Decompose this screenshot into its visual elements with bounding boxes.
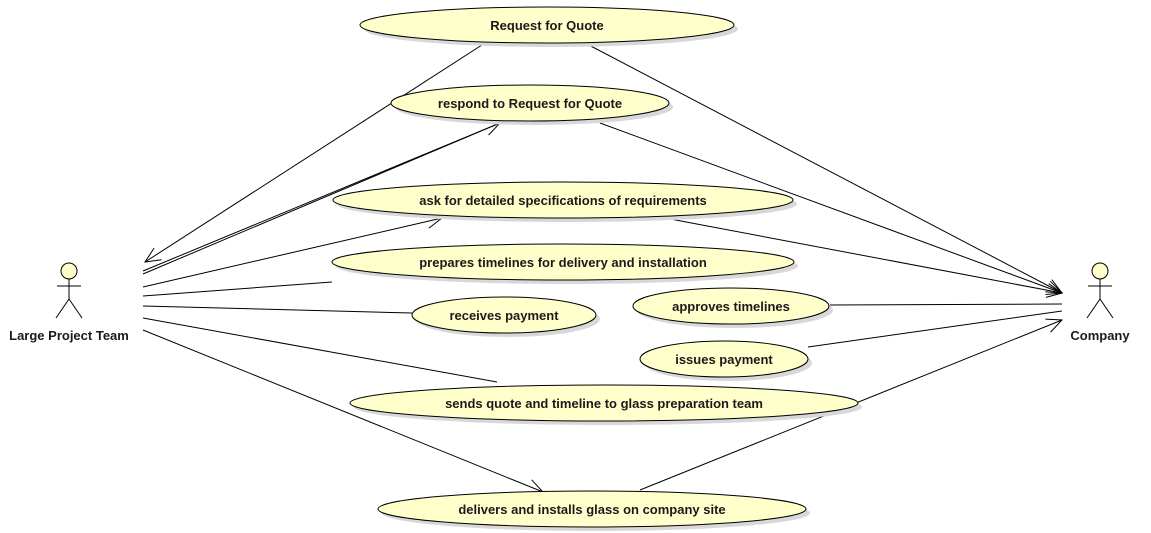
edge-team-to-delivers (142, 329, 544, 493)
use-case-label: prepares timelines for delivery and inst… (419, 255, 707, 270)
use-case-prepares-timelines[interactable]: prepares timelines for delivery and inst… (331, 243, 798, 284)
edge-team-to-prepares (142, 281, 333, 297)
stick-figure-icon (1086, 262, 1114, 319)
use-case-approves-timelines[interactable]: approves timelines (632, 287, 833, 328)
edge-team-to-ask (142, 217, 443, 288)
use-case-label: respond to Request for Quote (438, 96, 622, 111)
arrowhead-icon (1045, 318, 1064, 333)
actor-label: Large Project Team (9, 328, 129, 343)
edge-rfq-to-company (584, 42, 1063, 294)
arrowhead-icon (1045, 283, 1064, 298)
use-case-request-for-quote[interactable]: Request for Quote (359, 6, 738, 47)
edge-rfq-to-team (144, 42, 486, 263)
use-case-receives-payment[interactable]: receives payment (411, 296, 600, 337)
edge-issues-to-company (807, 310, 1063, 348)
use-case-respond-to-request-for-quote[interactable]: respond to Request for Quote (390, 84, 673, 125)
edge-respond-to-company (599, 122, 1063, 294)
edge-team-to-respond-parallel (142, 122, 501, 275)
use-case-label: ask for detailed specifications of requi… (419, 193, 707, 208)
arrowhead-icon (143, 247, 162, 263)
use-case-label: issues payment (675, 352, 773, 367)
use-case-label: receives payment (449, 308, 559, 323)
edge-ask-to-company (664, 217, 1063, 294)
use-case-label: delivers and installs glass on company s… (458, 502, 725, 517)
use-case-sends-quote-and-timeline[interactable]: sends quote and timeline to glass prepar… (349, 384, 862, 425)
use-case-ask-for-detailed-specifications[interactable]: ask for detailed specifications of requi… (332, 181, 797, 222)
actor-label: Company (1070, 328, 1130, 343)
edge-team-to-sends (142, 317, 498, 383)
edge-approves-to-company (829, 303, 1063, 306)
use-case-issues-payment[interactable]: issues payment (639, 340, 812, 381)
actor-large-project-team[interactable]: Large Project Team (9, 262, 129, 343)
use-case-label: approves timelines (672, 299, 790, 314)
use-case-delivers-and-installs-glass[interactable]: delivers and installs glass on company s… (377, 490, 810, 531)
actor-company[interactable]: Company (1070, 262, 1130, 343)
use-case-label: sends quote and timeline to glass prepar… (445, 396, 763, 411)
connectors (142, 42, 1064, 494)
use-case-label: Request for Quote (490, 18, 603, 33)
stick-figure-icon (55, 262, 83, 319)
edge-team-to-receives (142, 305, 413, 314)
